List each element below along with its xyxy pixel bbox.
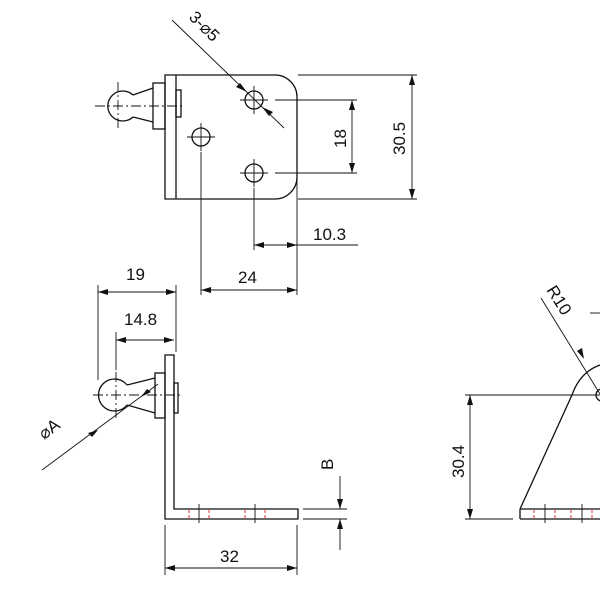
thickness: B <box>318 459 337 470</box>
stud-flange <box>154 372 166 419</box>
dim-ball-overall: 19 <box>126 265 145 284</box>
ball-diameter: ⌀A <box>35 415 64 444</box>
l-bracket-outline <box>164 354 299 520</box>
hidden-holes <box>533 510 593 518</box>
stud-nub <box>173 382 179 414</box>
radius: R10 <box>543 282 576 319</box>
hole-callout: 3-⌀5 <box>185 7 223 45</box>
side-view: 19 14.8 ⌀A B 32 <box>35 265 347 575</box>
ball-stud <box>107 90 134 122</box>
bracket-profile <box>519 364 600 510</box>
top-view: 3-⌀5 18 30.5 10.3 24 <box>95 7 417 295</box>
radius-leader <box>540 297 600 395</box>
hidden-holes <box>188 510 266 518</box>
dim-base-length: 32 <box>220 547 239 566</box>
base-plate <box>519 508 600 520</box>
dim-edge-offset: 10.3 <box>313 225 346 244</box>
bracket-plate-outline <box>164 74 298 200</box>
dim-hole-horizontal: 24 <box>238 268 257 287</box>
stud-neck <box>132 87 154 123</box>
dim-center-height: 30.4 <box>449 445 468 478</box>
end-view: 30.4 R10 <box>449 282 600 523</box>
dim-height: 30.5 <box>390 122 409 155</box>
stud-nub <box>175 89 182 118</box>
stud-neck <box>126 377 156 414</box>
dim-hole-spacing: 18 <box>331 129 350 148</box>
ball-diameter-leader <box>41 383 159 471</box>
dim-ball-center: 14.8 <box>124 310 157 329</box>
